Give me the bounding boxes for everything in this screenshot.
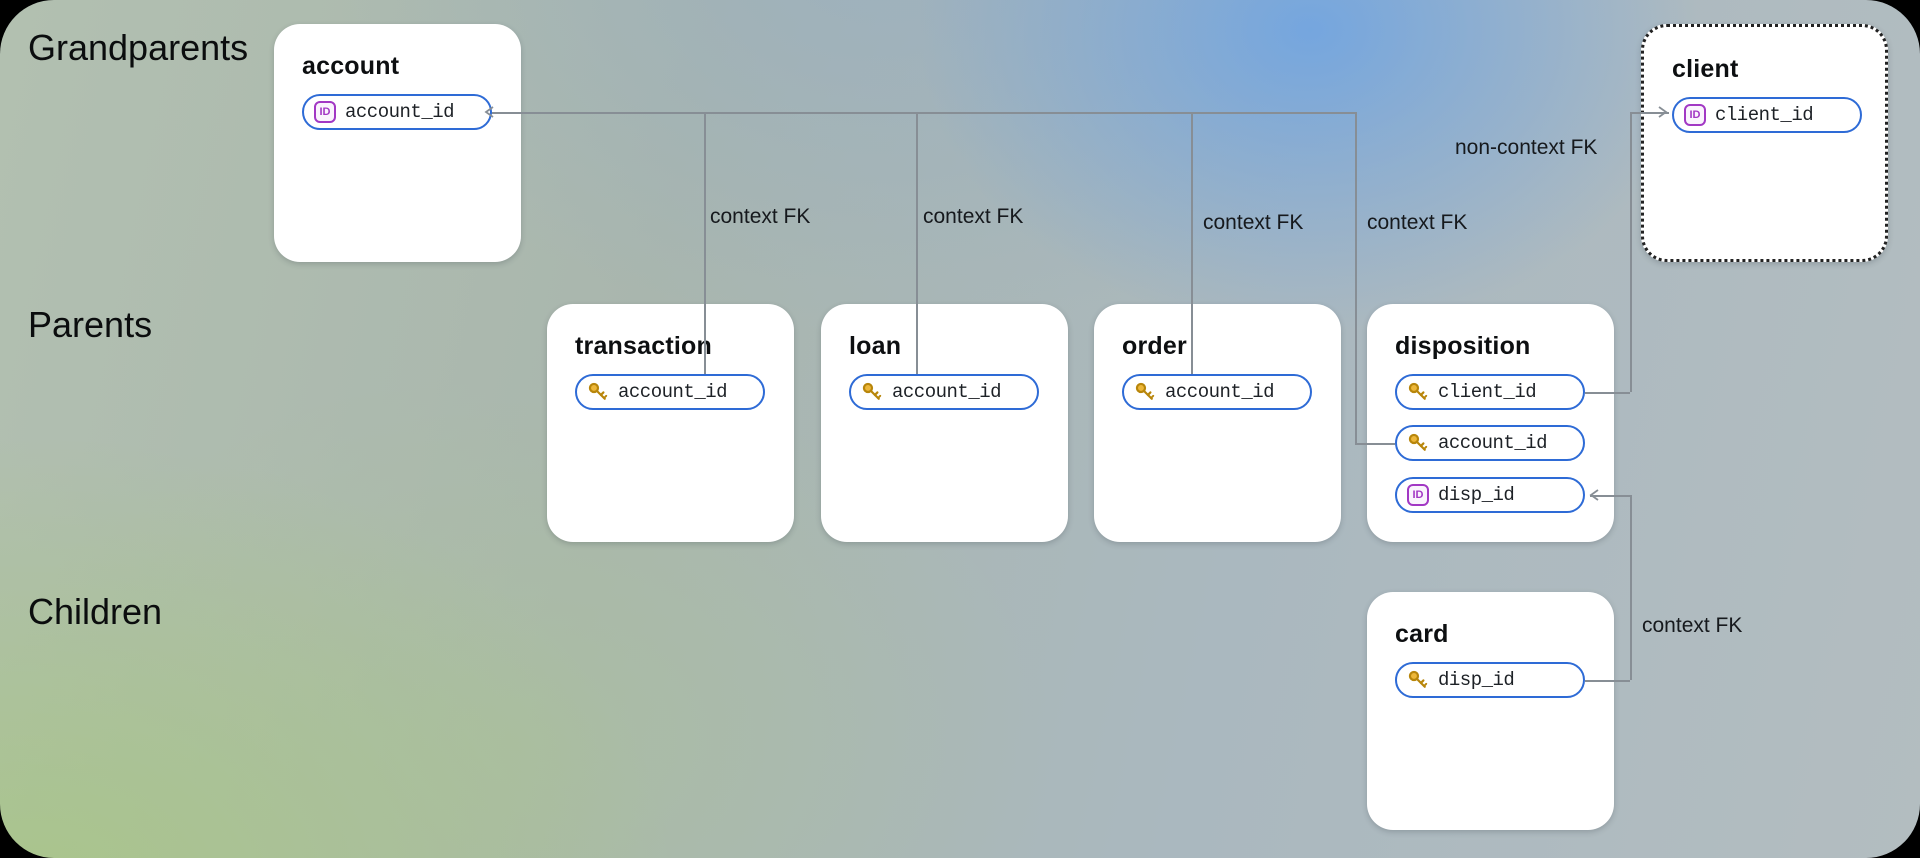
column-name: disp_id (1438, 483, 1515, 506)
key-icon (1407, 669, 1429, 691)
arrowhead-into-disposition-icon (1589, 489, 1599, 501)
column-name: client_id (1438, 380, 1537, 403)
edge-label-card-fk: context FK (1642, 614, 1743, 637)
table-title-disposition: disposition (1395, 332, 1531, 360)
row-label-parents: Parents (28, 304, 153, 345)
edge-label-disposition-account-fk: context FK (1367, 211, 1468, 234)
column-name: client_id (1715, 103, 1814, 126)
table-card-disposition[interactable]: disposition client_id account_id ID disp… (1367, 304, 1614, 542)
edge-card-fk-vertical (1630, 495, 1632, 680)
key-icon (861, 381, 883, 403)
table-card-client[interactable]: client ID client_id (1641, 24, 1888, 262)
column-name: account_id (618, 380, 728, 403)
table-title-order: order (1122, 332, 1187, 360)
column-pill-disposition-client_id[interactable]: client_id (1395, 374, 1585, 410)
column-pill-client-client_id[interactable]: ID client_id (1672, 97, 1862, 133)
edge-client-fk-vertical (1630, 112, 1632, 392)
column-name: disp_id (1438, 668, 1515, 691)
column-name: account_id (345, 100, 455, 123)
row-label-grandparents: Grandparents (28, 27, 249, 68)
edge-transaction-branch (704, 112, 706, 374)
table-title-account: account (302, 52, 400, 80)
table-card-transaction[interactable]: transaction account_id (547, 304, 794, 542)
column-pill-disposition-disp_id[interactable]: ID disp_id (1395, 477, 1585, 513)
row-label-children: Children (28, 591, 163, 632)
column-pill-account-account_id[interactable]: ID account_id (302, 94, 492, 130)
edge-label-order-fk: context FK (1203, 211, 1304, 234)
edge-order-branch (1191, 112, 1193, 374)
column-name: account_id (1438, 431, 1548, 454)
table-title-card: card (1395, 620, 1449, 648)
id-badge-icon: ID (314, 101, 336, 123)
table-card-order[interactable]: order account_id (1094, 304, 1341, 542)
edge-client-fk-horizontal-upper (1630, 112, 1669, 114)
table-title-loan: loan (849, 332, 902, 360)
id-badge-icon: ID (1407, 484, 1429, 506)
arrowhead-into-account-icon (484, 106, 494, 118)
key-icon (1407, 432, 1429, 454)
id-badge-icon: ID (1684, 104, 1706, 126)
arrowhead-into-client-icon (1658, 106, 1668, 118)
column-name: account_id (892, 380, 1002, 403)
table-card-card[interactable]: card disp_id (1367, 592, 1614, 830)
edge-disposition-branch-vertical (1355, 112, 1357, 443)
edge-label-transaction-fk: context FK (710, 205, 811, 228)
column-pill-card-disp_id[interactable]: disp_id (1395, 662, 1585, 698)
key-icon (1134, 381, 1156, 403)
edge-card-fk-horizontal-lower (1585, 680, 1630, 682)
column-pill-transaction-account_id[interactable]: account_id (575, 374, 765, 410)
column-pill-disposition-account_id[interactable]: account_id (1395, 425, 1585, 461)
edge-label-loan-fk: context FK (923, 205, 1024, 228)
edge-label-client-non-context-fk: non-context FK (1455, 136, 1598, 159)
key-icon (587, 381, 609, 403)
edge-trunk-to-account (489, 112, 1355, 114)
edge-disposition-branch-horizontal (1355, 443, 1395, 445)
column-name: account_id (1165, 380, 1275, 403)
edge-card-fk-horizontal-upper (1590, 495, 1630, 497)
table-card-account[interactable]: account ID account_id (274, 24, 521, 262)
table-card-loan[interactable]: loan account_id (821, 304, 1068, 542)
key-icon (1407, 381, 1429, 403)
edge-loan-branch (916, 112, 918, 374)
table-title-client: client (1672, 55, 1739, 83)
table-title-transaction: transaction (575, 332, 712, 360)
column-pill-order-account_id[interactable]: account_id (1122, 374, 1312, 410)
edge-client-fk-horizontal-lower (1585, 392, 1630, 394)
column-pill-loan-account_id[interactable]: account_id (849, 374, 1039, 410)
